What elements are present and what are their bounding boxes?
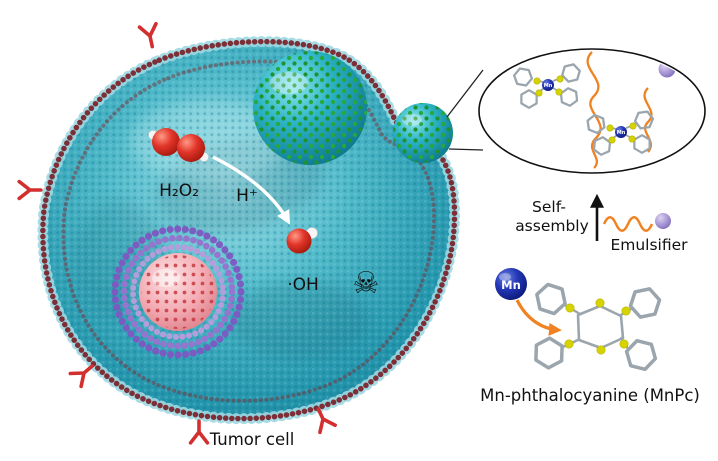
reaction-arrow xyxy=(212,155,291,225)
mn-center xyxy=(615,126,627,138)
emulsifier-tail-wave xyxy=(602,216,654,232)
large-nanosphere xyxy=(253,51,367,165)
emulsifier-legend: Emulsifier xyxy=(602,213,688,254)
sulfur-atom xyxy=(533,77,541,85)
mn-center xyxy=(542,79,554,91)
nanosphere-highlight xyxy=(402,114,422,126)
macrocycle-ring xyxy=(576,304,625,350)
receptor-y-icon xyxy=(17,179,43,201)
benzene-ring xyxy=(621,337,661,373)
sulfur-atom xyxy=(565,303,575,313)
mn-center-label: Mn xyxy=(617,130,626,136)
oxygen-atom xyxy=(152,128,180,156)
mn-sphere-highlight xyxy=(499,273,511,281)
emulsifier-strand xyxy=(586,51,602,169)
self-assembly-label-line1: Self- xyxy=(532,198,566,216)
mn-insertion-arrow xyxy=(515,299,562,336)
pink-core-dots xyxy=(141,255,215,329)
h2o2-molecule xyxy=(148,128,209,162)
core-highlight xyxy=(152,269,180,287)
benzene-ring xyxy=(626,285,664,321)
sulfur-atom xyxy=(564,339,574,349)
receptor-y-icon xyxy=(188,419,210,445)
nanosphere-green-dots xyxy=(393,103,453,163)
hydroxyl-radical xyxy=(286,227,318,254)
small-nanosphere xyxy=(393,103,453,163)
self-assembly-label-line2: assembly xyxy=(515,217,589,235)
hydroxyl-label: ·OH xyxy=(287,275,319,295)
organelle-outer-ring xyxy=(111,225,245,359)
h-plus-label: H⁺ xyxy=(236,186,258,206)
mnpc-stack-top: Mn xyxy=(511,62,583,112)
organelle-mid-ring xyxy=(120,234,236,350)
mnpc-stack-bottom: Mn xyxy=(583,109,656,158)
h2o2-label: H₂O₂ xyxy=(159,181,199,201)
mn-center-label: Mn xyxy=(544,83,553,89)
mn-label: Mn xyxy=(501,278,521,292)
callout-line xyxy=(446,69,484,118)
benzene-ring xyxy=(531,280,571,318)
organelle-inner-ring xyxy=(130,244,226,340)
sulfur-atom xyxy=(629,122,637,130)
nanosphere-highlight xyxy=(270,72,308,94)
sulfur-atom xyxy=(606,124,614,132)
skull-icon: ☠ xyxy=(353,266,380,301)
sulfur-atom xyxy=(628,135,636,143)
sulfur-atom xyxy=(556,75,564,83)
sulfur-atom xyxy=(555,88,563,96)
callout-line xyxy=(448,148,484,151)
nanosphere-green-dots xyxy=(253,51,367,165)
emulsifier-head-bead xyxy=(655,213,671,229)
emulsifier-label: Emulsifier xyxy=(610,236,688,254)
tumor-cell-caption: Tumor cell xyxy=(209,430,295,449)
sulfur-atom xyxy=(595,298,605,308)
organelle-with-nanoparticle xyxy=(111,225,245,359)
mn-ion: Mn xyxy=(495,268,527,300)
sulfur-atom xyxy=(535,89,543,97)
sulfur-atom xyxy=(619,339,629,349)
oxygen-atom xyxy=(177,134,205,162)
mnpc-caption: Mn-phthalocyanine (MnPc) xyxy=(480,386,700,405)
receptor-y-icon xyxy=(137,21,163,51)
mn-sphere xyxy=(495,268,527,300)
benzene-ring xyxy=(528,332,570,374)
sulfur-atom xyxy=(596,345,606,355)
sulfur-atom xyxy=(621,306,631,316)
oxygen-atom xyxy=(286,228,312,254)
sulfur-atom xyxy=(608,136,616,144)
mnpc-molecule xyxy=(528,280,664,374)
tumor-cell: H₂O₂ H⁺ ·OH ☠ xyxy=(17,21,454,445)
